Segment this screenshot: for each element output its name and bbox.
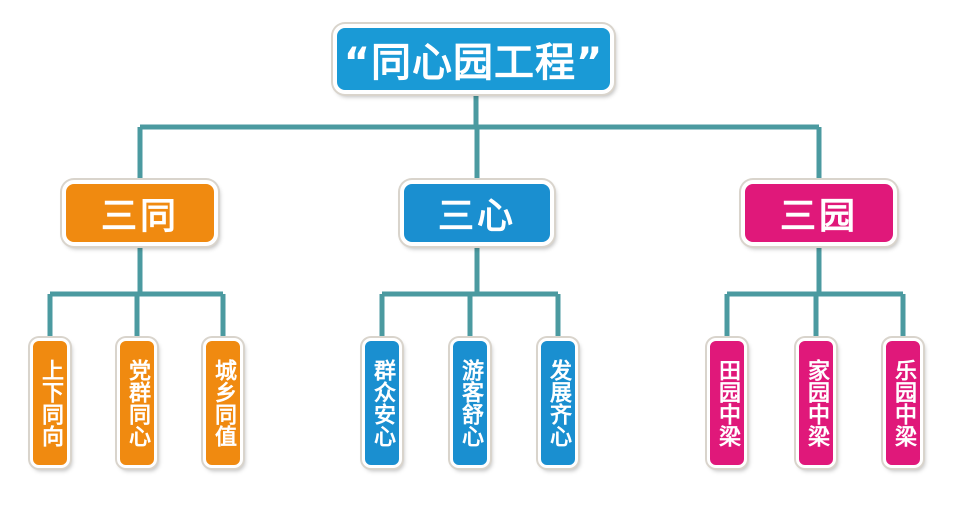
leaf-node: 城乡同值	[203, 338, 243, 468]
leaf-label: 群众安心	[370, 359, 395, 447]
leaf-node: 乐园中梁	[883, 338, 923, 468]
root-node: “同心园工程”	[333, 24, 614, 94]
leaf-node: 党群同心	[117, 338, 157, 468]
group-node-santong: 三同	[62, 180, 218, 246]
group-label-sanxin: 三心	[437, 196, 516, 237]
leaf-label: 发展齐心	[546, 359, 571, 447]
leaf-label: 家园中梁	[804, 359, 829, 447]
leaf-node: 游客舒心	[450, 338, 490, 468]
leaf-node: 田园中梁	[707, 338, 747, 468]
leaf-node: 发展齐心	[538, 338, 578, 468]
root-label: “同心园工程”	[343, 40, 604, 86]
leaf-label: 田园中梁	[715, 359, 740, 447]
leaf-node: 群众安心	[362, 338, 402, 468]
leaf-label: 党群同心	[125, 359, 150, 447]
group-node-sanxin: 三心	[400, 180, 554, 246]
group-label-santong: 三同	[100, 196, 179, 237]
leaf-label: 乐园中梁	[891, 359, 916, 447]
leaf-label: 游客舒心	[458, 359, 483, 447]
leaf-node: 家园中梁	[796, 338, 836, 468]
leaf-node: 上下同向	[30, 338, 70, 468]
leaf-label: 城乡同值	[211, 359, 236, 447]
group-label-sanyuan: 三园	[779, 196, 858, 237]
group-node-sanyuan: 三园	[741, 180, 897, 246]
leaf-label: 上下同向	[38, 359, 63, 447]
